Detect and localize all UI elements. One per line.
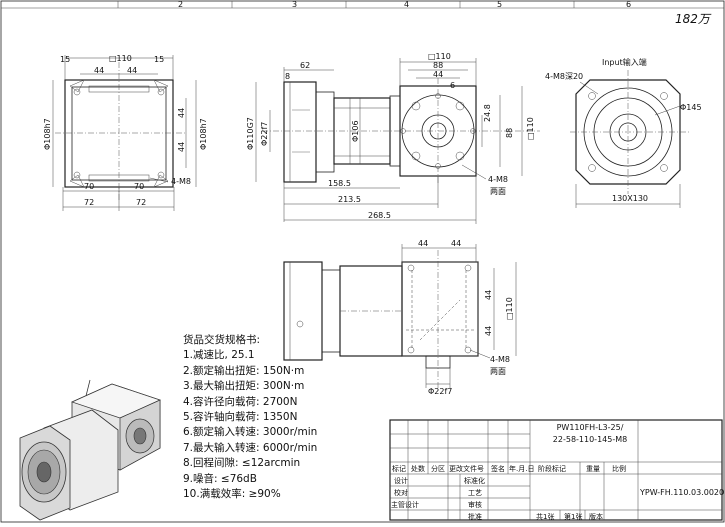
spec-item: 5.容许轴向载荷: 1350N [183, 411, 298, 424]
tb-sheet-info: 共1张 [536, 513, 555, 521]
dim-thread-4m8-bottom: 4-M8 [490, 355, 510, 364]
tb-row-label: 主管设计 [391, 501, 419, 509]
spec-item: 1.减速比, 25.1 [183, 349, 255, 362]
ruler-mark: 2 [178, 0, 183, 9]
tb-sheet-info: 版本 [589, 513, 603, 521]
left-view: 15 □110 15 44 44 Φ108h7 Φ108h7 44 44 70 … [43, 54, 208, 211]
dim-thread-4m8: 4-M8 [171, 177, 191, 186]
spec-title: 货品交货规格书: [183, 334, 261, 346]
ruler-mark: 3 [292, 0, 297, 9]
drawing-number: YPW-FH.110.03.0020 [640, 488, 725, 497]
tb-mid-label: 工艺 [468, 489, 482, 497]
dim-213-5: 213.5 [338, 195, 361, 204]
dim-6: 6 [450, 81, 455, 90]
dim-158-5: 158.5 [328, 179, 351, 188]
dim-130x130: 130X130 [612, 194, 648, 203]
dim-24-8: 24.8 [483, 104, 492, 122]
title-block-grid [389, 419, 723, 521]
dim-dia-22f7-bottom: Φ22f7 [428, 387, 452, 396]
tb-header: 签名 [491, 465, 505, 473]
dim-square-110-bottom: □110 [505, 297, 514, 320]
dim-70-left: 70 [84, 182, 94, 191]
dim-44-right: 44 [127, 66, 137, 75]
tb-stage-label: 比例 [612, 465, 626, 473]
spec-item: 4.容许径向载荷: 2700N [183, 395, 298, 408]
dim-15-right: 15 [154, 55, 164, 64]
dim-8: 8 [285, 72, 290, 81]
ruler-mark: 6 [626, 0, 631, 9]
dim-square-110-top: □110 [428, 52, 451, 61]
dim-62: 62 [300, 61, 310, 70]
tb-header: 处数 [411, 465, 425, 473]
middle-view: 62 8 □110 88 44 6 Φ110G7 Φ22f7 Φ106 24.8… [246, 52, 540, 224]
ruler-mark: 4 [404, 0, 409, 9]
tb-header: 更改文件号 [449, 465, 484, 473]
dim-44-left: 44 [94, 66, 104, 75]
dim-dia-22f7: Φ22f7 [260, 122, 269, 146]
spec-item: 9.噪音: ≤76dB [183, 472, 257, 485]
tb-sheet-info: 第1张 [564, 513, 583, 521]
dim-70-right: 70 [134, 182, 144, 191]
dim-thread-4m8-mid: 4-M8 [488, 175, 508, 184]
dim-faces-mid: 两面 [490, 187, 506, 196]
ruler-mark: 5 [497, 0, 502, 9]
dim-72-left: 72 [84, 198, 94, 207]
handwritten-note: 182万 [675, 12, 710, 26]
isometric-view [19, 379, 161, 521]
bottom-view: 44 44 44 44 □110 4-M8 两面 Φ22f7 [283, 239, 517, 396]
tb-row-label: 校对 [394, 489, 408, 497]
dim-dia-145: Φ145 [680, 103, 702, 112]
tb-header: 标记 [392, 465, 406, 473]
model-number: PW110FH-L3-25/ 22-58-110-145-M8 [530, 422, 650, 446]
dim-268-5: 268.5 [368, 211, 391, 220]
right-view: 4-M8深20 Input输入端 Φ145 130X130 [545, 57, 702, 208]
spec-item: 10.满载效率: ≥90% [183, 488, 281, 501]
dim-88-top: 88 [433, 61, 443, 70]
dim-faces-bottom: 两面 [490, 367, 506, 376]
dim-72-right: 72 [136, 198, 146, 207]
model-line-2: 22-58-110-145-M8 [552, 435, 628, 444]
dim-square-110: □110 [109, 54, 132, 63]
tb-header: 年.月.日 [509, 465, 535, 473]
dim-44a: 44 [418, 239, 428, 248]
tb-row-label: 设计 [394, 477, 408, 485]
dim-44-top: 44 [433, 70, 443, 79]
dim-thread-4m8-deep20: 4-M8深20 [545, 72, 583, 81]
dim-44b: 44 [451, 239, 461, 248]
tb-mid-label: 批准 [468, 513, 482, 521]
tb-stage-label: 阶段标记 [538, 465, 566, 473]
spec-item: 3.最大输出扭矩: 300N·m [183, 380, 305, 393]
dim-dia-108-right: Φ108h7 [199, 118, 208, 150]
dim-dia-106: Φ106 [351, 120, 360, 142]
delivery-specification: 货品交货规格书: 1.减速比, 25.1 2.额定输出扭矩: 150N·m 3.… [183, 333, 383, 502]
dim-v44-bottom: 44 [177, 142, 186, 152]
dim-dia-108-left: Φ108h7 [43, 118, 52, 150]
tb-header: 分区 [431, 465, 445, 473]
dim-dia-110g7: Φ110G7 [246, 117, 255, 150]
dim-v44b: 44 [484, 326, 493, 336]
spec-item: 6.额定输入转速: 3000r/min [183, 426, 318, 439]
spec-item: 2.额定输出扭矩: 150N·m [183, 364, 305, 377]
spec-item: 8.回程间隙: ≤12arcmin [183, 457, 301, 470]
tb-mid-label: 审核 [468, 501, 482, 509]
dim-v44a: 44 [484, 290, 493, 300]
tb-stage-label: 重量 [586, 465, 600, 473]
spec-item: 7.最大输入转速: 6000r/min [183, 441, 318, 454]
dim-88-vertical: 88 [505, 128, 514, 138]
dim-15-left: 15 [60, 55, 70, 64]
input-end-label: Input输入端 [602, 57, 647, 67]
tb-mid-label: 标准化 [464, 477, 485, 485]
model-line-1: PW110FH-L3-25/ [556, 423, 624, 432]
top-ruler: 2 3 4 5 6 [117, 0, 631, 9]
dim-v44-top: 44 [177, 108, 186, 118]
dim-square-110-vertical: □110 [526, 117, 535, 140]
